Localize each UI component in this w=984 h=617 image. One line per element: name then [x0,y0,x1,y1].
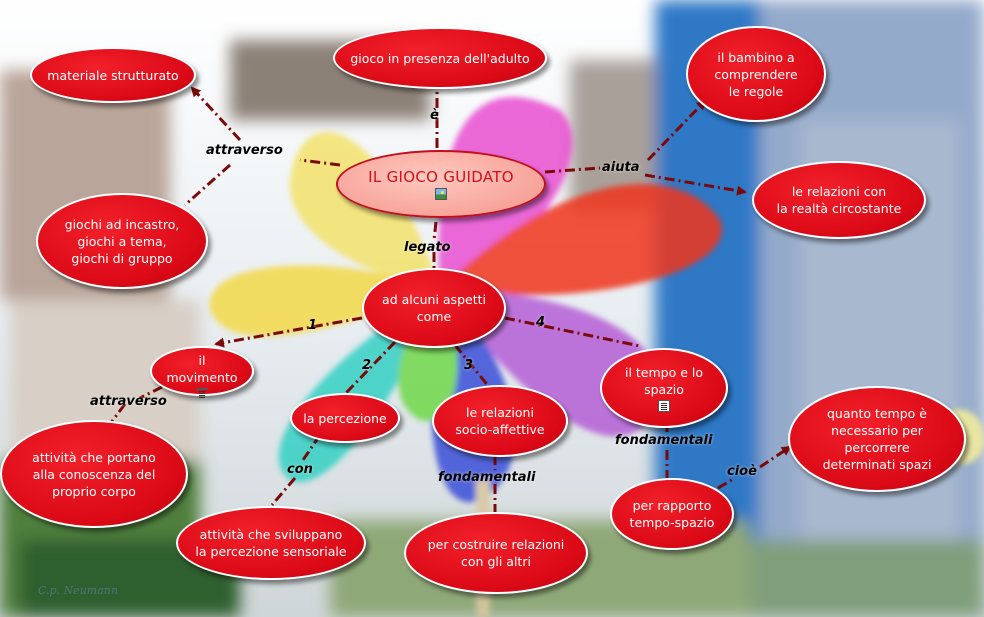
node-bambino-regole[interactable]: il bambino a comprendere le regole [686,26,826,122]
node-costruire-relazioni[interactable]: per costruire relazioni con gli altri [404,512,588,594]
node-movimento[interactable]: il movimento [150,346,254,396]
node-attivita-percezione[interactable]: attività che sviluppano la percezione se… [176,506,366,580]
link-label-con: con [287,462,313,477]
link-label-attraverso-2: attraverso [90,394,167,409]
document-icon[interactable] [196,388,208,392]
node-tempo-spazio[interactable]: il tempo e lo spazio [600,348,728,428]
image-icon[interactable] [435,187,447,200]
node-percezione[interactable]: la percezione [290,393,400,443]
link-label-1: 1 [308,318,318,333]
node-quanto-tempo[interactable]: quanto tempo è necessario per percorrere… [788,386,966,492]
node-aspetti[interactable]: ad alcuni aspetti come [362,268,506,348]
node-materiale-strutturato[interactable]: materiale strutturato [30,47,196,103]
node-center-il-gioco-guidato[interactable]: IL GIOCO GUIDATO [336,150,546,218]
link-label-e: è [430,108,439,123]
photo-signature: C.p. Neumann [38,584,118,597]
link-label-cioe: cioè [727,464,757,479]
link-label-3: 3 [464,358,474,373]
node-relazioni-realta[interactable]: le relazioni con la realtà circostante [752,161,926,239]
link-label-2: 2 [362,358,372,373]
link-label-fondamentali-2: fondamentali [615,433,713,448]
node-relazioni-socio[interactable]: le relazioni socio-affettive [432,385,568,457]
link-label-aiuta: aiuta [602,160,640,175]
document-icon[interactable] [658,400,670,412]
node-attivita-corpo[interactable]: attività che portano alla conoscenza del… [0,420,188,528]
node-gioco-adulto[interactable]: gioco in presenza dell'adulto [333,27,547,89]
node-giochi-incastro[interactable]: giochi ad incastro, giochi a tema, gioch… [36,193,208,289]
node-rapporto-tempo[interactable]: per rapporto tempo-spazio [610,478,734,550]
center-title: IL GIOCO GUIDATO [368,167,514,186]
link-label-fondamentali: fondamentali [438,470,536,485]
link-label-legato: legato [404,240,451,255]
link-label-attraverso: attraverso [206,143,283,158]
link-label-4: 4 [536,315,546,330]
